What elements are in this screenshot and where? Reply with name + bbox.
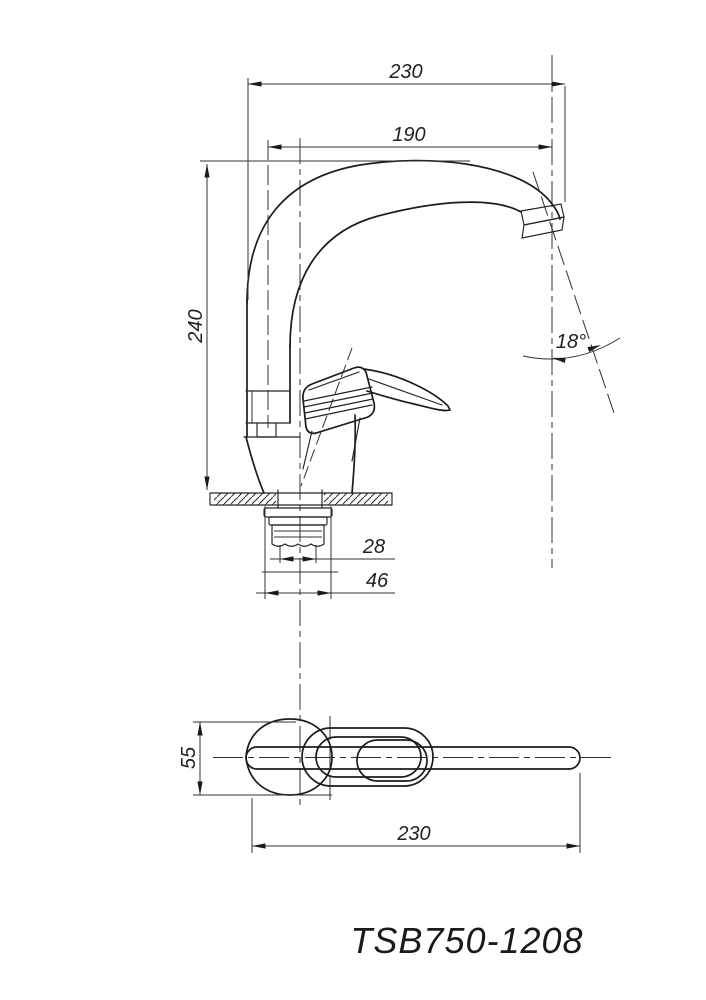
dimensions: 230 190 240 18° 28 46 55 230: [178, 61, 621, 853]
model-number: TSB750-1208: [350, 920, 583, 961]
plan-spout: [245, 746, 581, 770]
spout-joint-detail: [256, 422, 277, 438]
handle-cap: [302, 366, 376, 435]
aerator: [521, 216, 565, 239]
thread-relief: [271, 543, 325, 547]
plan-lever-grip: [356, 739, 428, 782]
spout-outer-profile: [246, 159, 561, 304]
dim-spout-reach-label: 190: [392, 124, 425, 146]
dim-overall-length-label: 230: [396, 823, 430, 845]
plan-body: [245, 718, 333, 796]
dim-body-width-label: 55: [178, 746, 200, 769]
handle-ridges: [303, 371, 374, 420]
outlet-tilt-axis: [532, 171, 615, 414]
plan-view-faucet: [245, 718, 581, 796]
dim-overall-depth-label: 230: [388, 61, 422, 83]
spout-inner-profile: [289, 201, 522, 348]
angle-arc: [522, 337, 621, 360]
handle-axis: [300, 347, 353, 487]
plan-handle-outer: [301, 727, 434, 787]
shank: [262, 489, 338, 573]
centerlines: [213, 55, 615, 810]
dim-shank-width-label: 28: [362, 536, 385, 558]
dim-outlet-angle-label: 18°: [556, 331, 586, 353]
dim-base-width-label: 46: [366, 570, 389, 592]
handle-neck: [302, 417, 361, 470]
mounting-deck: [209, 492, 393, 506]
plan-handle-inner: [315, 736, 422, 778]
deck-outline: [209, 492, 393, 506]
handle-blade: [363, 368, 452, 412]
front-view-faucet: [243, 159, 565, 494]
dim-height-label: 240: [185, 309, 207, 343]
